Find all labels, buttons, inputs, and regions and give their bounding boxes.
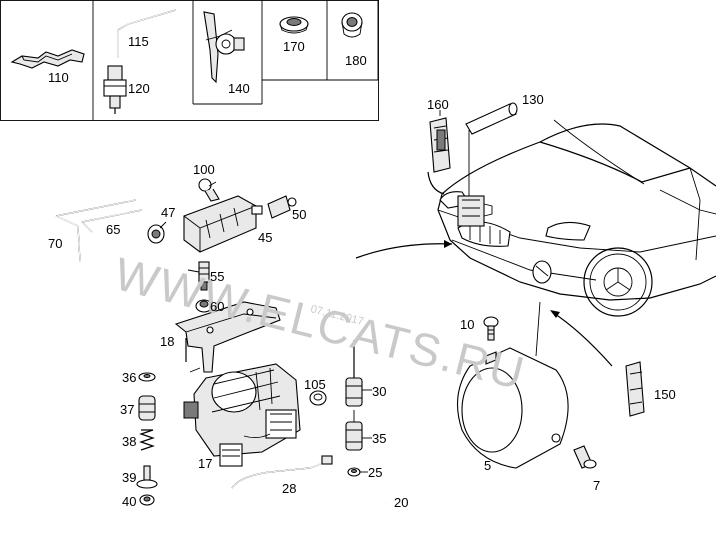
part-150-sensor bbox=[625, 361, 645, 417]
label-36: 36 bbox=[122, 370, 136, 385]
label-47: 47 bbox=[161, 205, 175, 220]
label-17: 17 bbox=[198, 456, 212, 471]
label-70: 70 bbox=[48, 236, 62, 251]
part-28-line bbox=[231, 455, 333, 489]
part-30-filter bbox=[345, 340, 363, 407]
part-labels: 110 115 120 140 170 180 160 130 100 47 5… bbox=[48, 34, 676, 510]
part-60-nut bbox=[195, 299, 213, 313]
arrow-tank-to-car bbox=[535, 301, 541, 357]
part-25-washer bbox=[347, 467, 361, 477]
part-65-70-tubes bbox=[55, 199, 143, 263]
label-10: 10 bbox=[460, 317, 474, 332]
part-18-bracket bbox=[174, 301, 281, 373]
label-130: 130 bbox=[522, 92, 544, 107]
part-105-cap bbox=[309, 390, 327, 406]
label-160: 160 bbox=[427, 97, 449, 112]
label-39: 39 bbox=[122, 470, 136, 485]
label-45: 45 bbox=[258, 230, 272, 245]
label-50: 50 bbox=[292, 207, 306, 222]
part-110-bracket bbox=[10, 49, 85, 69]
arrow-left-to-car bbox=[355, 243, 453, 259]
part-45-valve-block bbox=[183, 195, 263, 253]
part-120-switch bbox=[103, 65, 127, 114]
label-37: 37 bbox=[120, 402, 134, 417]
label-30: 30 bbox=[372, 384, 386, 399]
label-35: 35 bbox=[372, 431, 386, 446]
part-50-connector bbox=[267, 195, 297, 219]
part-47-plug bbox=[147, 224, 165, 244]
label-120: 120 bbox=[128, 81, 150, 96]
part-100-screw bbox=[198, 178, 220, 202]
label-115: 115 bbox=[128, 34, 149, 49]
label-100: 100 bbox=[193, 162, 215, 177]
label-20: 20 bbox=[394, 495, 408, 510]
label-18: 18 bbox=[160, 334, 174, 349]
part-115-rod bbox=[117, 9, 177, 58]
vehicle-front-view bbox=[437, 119, 716, 317]
part-20-hose bbox=[352, 488, 388, 531]
label-180: 180 bbox=[345, 53, 367, 68]
label-38: 38 bbox=[122, 434, 136, 449]
label-25: 25 bbox=[368, 465, 382, 480]
label-5: 5 bbox=[484, 458, 491, 473]
arrow-right-to-car bbox=[551, 311, 613, 367]
label-28: 28 bbox=[282, 481, 296, 496]
label-140: 140 bbox=[228, 81, 250, 96]
inset-panel bbox=[0, 0, 379, 121]
part-10-bolt bbox=[483, 316, 499, 341]
part-140-lever bbox=[203, 11, 245, 84]
label-65: 65 bbox=[106, 222, 120, 237]
part-36-40-stack bbox=[136, 372, 158, 506]
part-5-reservoir bbox=[457, 347, 569, 469]
label-7: 7 bbox=[593, 478, 600, 493]
part-170-grommet bbox=[279, 16, 309, 34]
label-150: 150 bbox=[654, 387, 676, 402]
label-55: 55 bbox=[210, 269, 224, 284]
label-105: 105 bbox=[304, 377, 326, 392]
label-110: 110 bbox=[48, 70, 69, 85]
part-160-control-unit bbox=[429, 110, 451, 173]
part-130-sleeve bbox=[465, 102, 518, 196]
part-180-bushing bbox=[341, 12, 363, 38]
part-17-compressor bbox=[183, 363, 301, 467]
part-7-plug bbox=[573, 445, 597, 469]
arrow-160-to-car bbox=[427, 171, 445, 195]
leader-lines bbox=[159, 181, 372, 473]
label-40: 40 bbox=[122, 494, 136, 509]
label-60: 60 bbox=[210, 299, 224, 314]
label-170: 170 bbox=[283, 39, 305, 54]
part-35-filter bbox=[345, 410, 363, 451]
